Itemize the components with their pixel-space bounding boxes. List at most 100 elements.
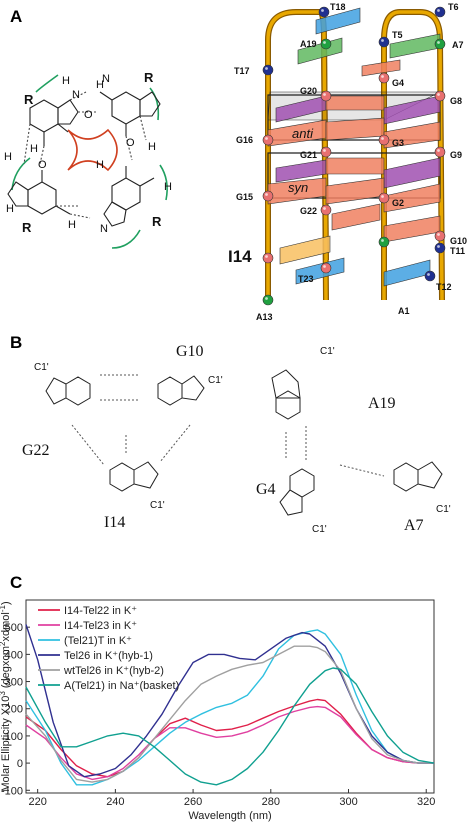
label-t5: T5 (392, 30, 403, 40)
g4-5ring (279, 489, 303, 516)
label-c1-a19: C1' (320, 346, 335, 357)
g3-sphere (378, 134, 390, 146)
g16-sphere (262, 134, 274, 146)
label-a19: A19 (300, 39, 317, 49)
label-t23: T23 (298, 274, 314, 284)
g21-sphere-highlight (323, 149, 326, 152)
x-tick-label: 320 (417, 796, 435, 808)
g10-5ring (181, 375, 205, 401)
label-t18: T18 (330, 2, 346, 12)
g4-sphere (378, 72, 390, 84)
t18-sphere-highlight (321, 9, 324, 12)
label-t11: T11 (450, 246, 465, 256)
g4-sphere-highlight (381, 75, 384, 78)
atom-r: R (22, 220, 32, 235)
t23-sphere (320, 262, 332, 274)
label-a13: A13 (256, 312, 273, 322)
atom-o: O (38, 159, 47, 171)
guanine-5ring-ur (139, 91, 161, 117)
series-line-3 (25, 629, 434, 786)
atom-r: R (144, 70, 154, 85)
anti-guanine-plane (325, 177, 385, 205)
atom-h: H (6, 203, 14, 215)
atom-h: H (62, 75, 70, 87)
backbone-strand (382, 10, 444, 301)
g3-sphere-highlight (381, 137, 384, 140)
atom-h: H (4, 151, 12, 163)
i14-ring (109, 462, 135, 492)
g-quartet-structure: H R N O H N R O H H H O H H H N R R H (4, 70, 172, 249)
t17-sphere-highlight (265, 67, 268, 70)
t23-plane (295, 257, 345, 285)
g22-ring (65, 376, 91, 406)
syn-guanine-plane (383, 157, 441, 189)
label-g15: G15 (236, 192, 253, 202)
backbone-arc-1 (35, 74, 59, 93)
g20-sphere (320, 90, 332, 102)
atom-h: H (30, 143, 38, 155)
anti-guanine-plane (325, 117, 385, 141)
atom-h: H (148, 141, 156, 153)
anti-guanine-plane (325, 157, 385, 175)
t5-sphere-highlight (381, 39, 384, 42)
panel-a-label: A (10, 7, 22, 26)
t18-sphere (318, 6, 330, 18)
label-g10: G10 (450, 236, 467, 246)
t23-sphere-highlight (323, 265, 326, 268)
legend-entry-4: Tel26 in K⁺(hyb-1) (64, 650, 153, 662)
label-g9: G9 (450, 150, 462, 160)
legend-entry-5: wtTel26 in K⁺(hyb-2) (63, 665, 164, 677)
g22-5ring (45, 377, 67, 405)
label-g10: G10 (176, 343, 204, 360)
g15-sphere-highlight (265, 193, 268, 196)
x-tick-label: 220 (28, 796, 46, 808)
a19-sphere (320, 38, 332, 50)
metal-binding-cavity (67, 128, 118, 172)
guanine-5ring-ul (57, 99, 79, 125)
x-tick-label: 240 (106, 796, 124, 808)
x-axis-label: Wavelength (nm) (188, 810, 271, 822)
x-tick-label: 280 (262, 796, 280, 808)
i14-5ring (133, 461, 159, 489)
y-tick-label: -100 (1, 785, 23, 797)
backbone-arc-2 (159, 164, 168, 201)
g16-sphere-highlight (265, 137, 268, 140)
legend: I14-Tel22 in K⁺I14-Tel23 in K⁺(Tel21)T i… (38, 605, 179, 692)
y-axis-label: Molar Ellipticity X103 (degxcm2xdmol-1) (0, 601, 12, 791)
label-c1-g10: C1' (208, 375, 223, 386)
anti-guanine-plane (325, 95, 385, 111)
atom-n: N (102, 73, 110, 85)
label-g20: G20 (300, 86, 317, 96)
g2-sphere (378, 192, 390, 204)
guanine-ring-ul (29, 99, 59, 133)
label-g16: G16 (236, 135, 253, 145)
t18-plane (315, 7, 361, 35)
g-loop-sphere-highlight (381, 239, 384, 242)
g20-sphere-highlight (323, 93, 326, 96)
guanine-ring-ll (27, 181, 57, 215)
g9-sphere (434, 146, 446, 158)
y-tick-label: 200 (5, 704, 23, 716)
y-tick-label: 100 (5, 731, 23, 743)
atom-h: H (164, 181, 172, 193)
label-g8: G8 (450, 96, 462, 106)
y-tick-label: 0 (17, 758, 23, 770)
guanine-ring-ur (111, 91, 141, 125)
atom-n: N (72, 89, 80, 101)
g4-plane (361, 59, 401, 77)
atom-h: H (96, 159, 104, 171)
i14-sphere-highlight (265, 255, 268, 258)
label-g4: G4 (392, 78, 404, 88)
a7-5ring (417, 461, 443, 489)
atom-o: O (84, 109, 93, 121)
label-g22: G22 (22, 442, 50, 459)
g15-sphere (262, 190, 274, 202)
series-line-1 (25, 698, 434, 778)
g8-sphere-highlight (437, 93, 440, 96)
t11-sphere (434, 242, 446, 254)
a19-5ring (271, 369, 301, 399)
a7-sphere-highlight (437, 41, 440, 44)
g4-ring (289, 468, 315, 498)
label-c1-g4: C1' (312, 524, 327, 535)
